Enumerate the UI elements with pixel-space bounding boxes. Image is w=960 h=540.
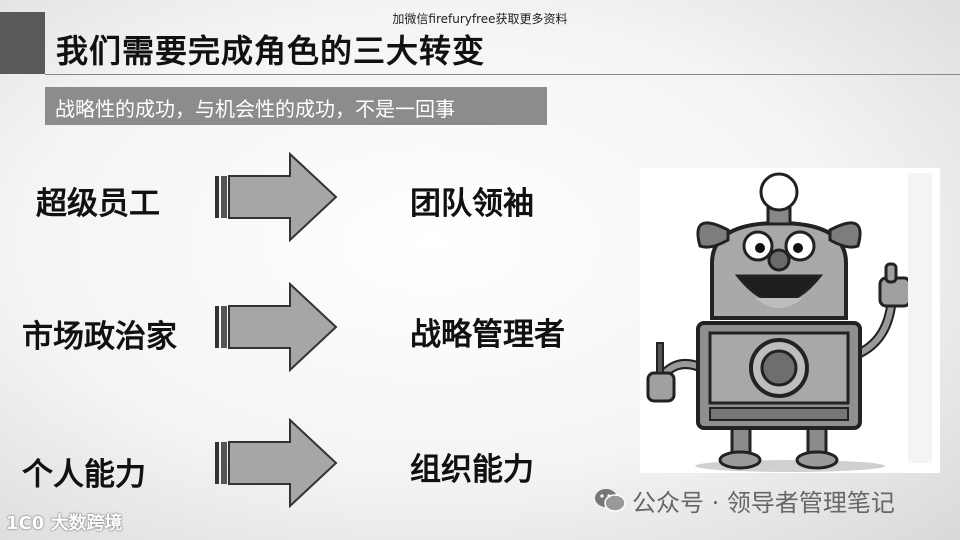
wechat-icon [595,489,626,512]
watermark-text: 加微信firefuryfree获取更多资料 [392,12,568,26]
from-role-1: 超级员工 [36,186,160,222]
title-divider [45,74,960,75]
arrow-right-icon [215,418,338,508]
subtitle-banner: 战略性的成功，与机会性的成功，不是一回事 [45,87,547,125]
robot-illustration [640,168,940,473]
from-role-2: 市场政治家 [22,319,177,355]
footer-account-text: 公众号 · 领导者管理笔记 [632,488,895,517]
to-role-1: 团队领袖 [410,186,534,222]
slide-title: 我们需要完成角色的三大转变 [56,32,486,70]
to-role-2: 战略管理者 [410,317,565,353]
to-role-3: 组织能力 [410,452,534,488]
arrow-right-icon [215,282,338,372]
from-role-3: 个人能力 [22,457,146,493]
title-accent-block [0,12,45,74]
arrow-right-icon [215,152,338,242]
subtitle-text: 战略性的成功，与机会性的成功，不是一回事 [55,97,455,121]
footer-account: 公众号 · 领导者管理笔记 [594,485,895,517]
footer-logo-text: 1C0 大数跨境 [6,513,123,534]
